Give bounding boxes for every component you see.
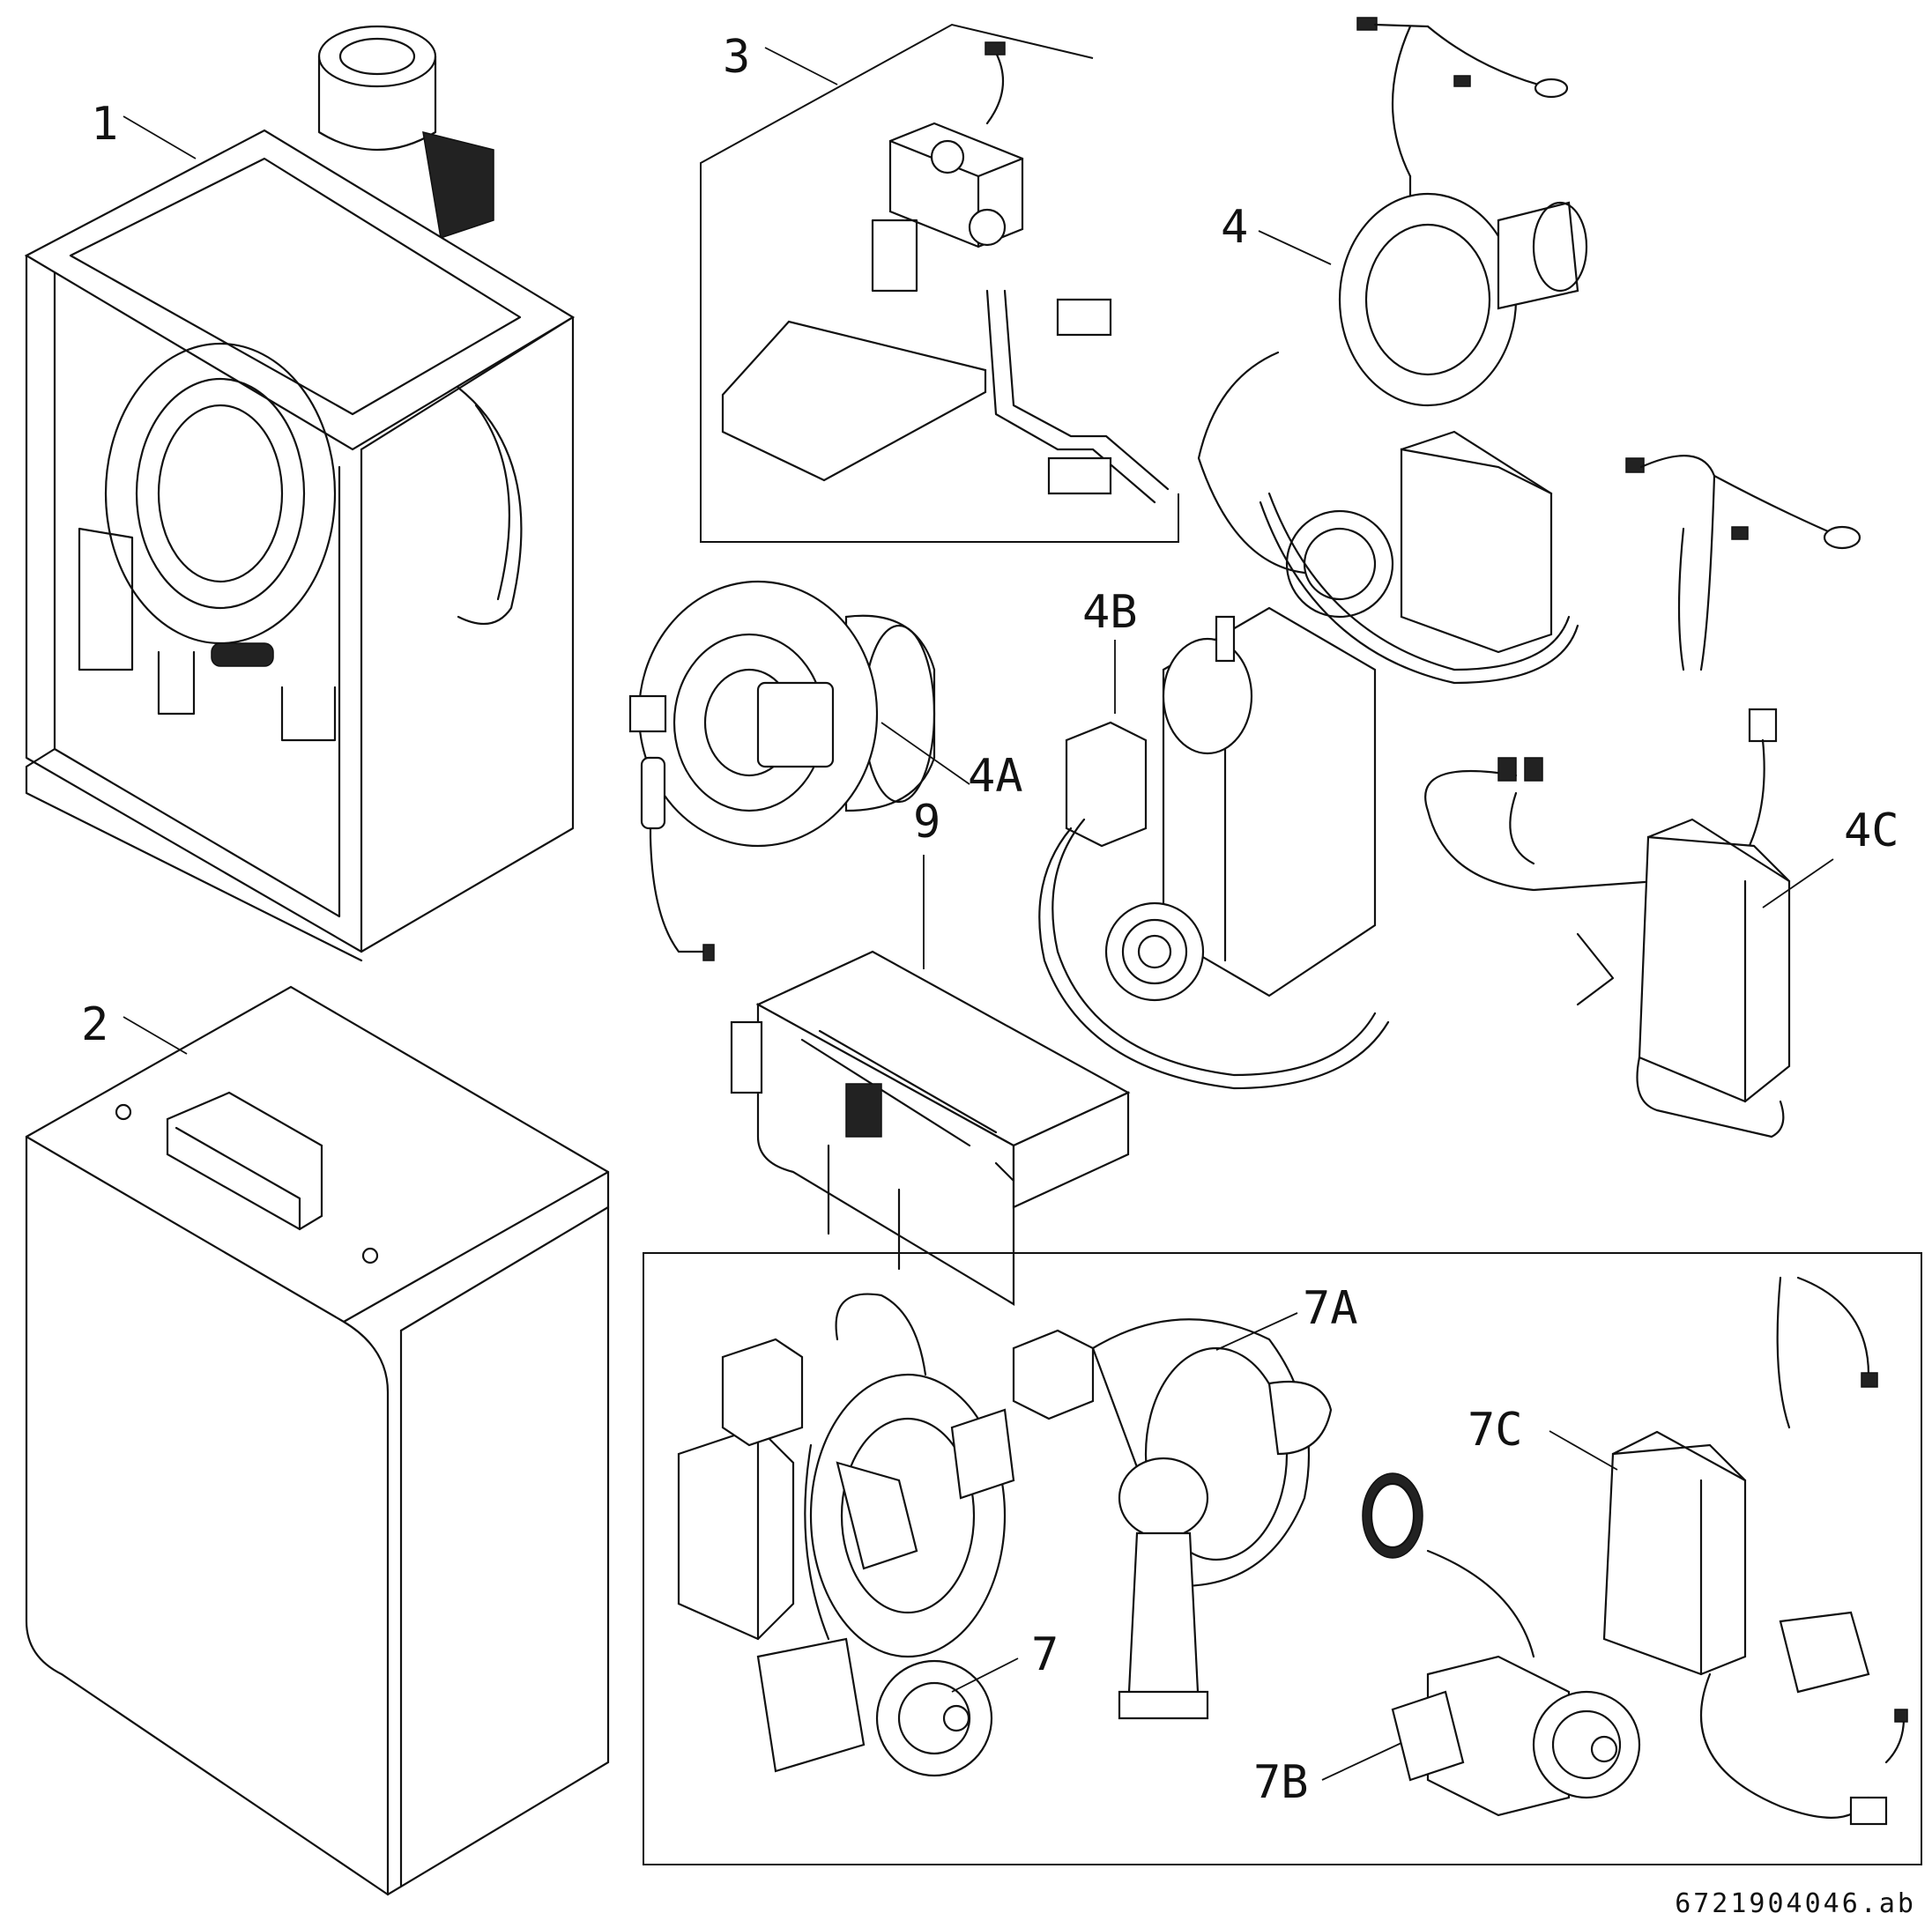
part-1-boiler-frame	[24, 25, 576, 962]
label-part-1: 1	[91, 98, 118, 151]
leader-lines	[123, 47, 1834, 1781]
label-part-4b: 4B	[1082, 586, 1138, 639]
label-part-9: 9	[913, 796, 940, 849]
part-9-control-unit	[730, 950, 1131, 1306]
label-part-7a: 7A	[1303, 1282, 1358, 1335]
kit-7-frame	[643, 1252, 1922, 1865]
label-part-7: 7	[1031, 1628, 1059, 1681]
drawing-reference-number: 6721904046.ab	[1675, 1888, 1916, 1919]
part-4b-burner-assembly	[1038, 606, 1390, 1090]
label-part-7c: 7C	[1468, 1404, 1523, 1457]
part-7-burner-motor-assembly	[677, 1293, 1015, 1777]
part-7c-control-wiring	[1602, 1276, 1908, 1826]
part-labels: 1 2 3 4 4A 4B 4C 9 7 7A 7B 7C	[81, 31, 1899, 1809]
label-part-3: 3	[723, 31, 750, 84]
part-7b-fan-motor	[1362, 1472, 1641, 1817]
part-4a-burner-plate	[628, 580, 936, 961]
part-4c-wiring-control	[1424, 455, 1861, 1138]
part-3-gas-valve-kit	[700, 23, 1179, 543]
label-part-4a: 4A	[968, 750, 1023, 803]
label-part-2: 2	[81, 998, 108, 1051]
part-4-burner-assembly	[1197, 17, 1588, 685]
label-part-4c: 4C	[1844, 805, 1899, 857]
part-7a-burner-tube	[1012, 1318, 1333, 1720]
label-part-4: 4	[1221, 201, 1248, 254]
part-2-front-casing	[25, 985, 610, 1896]
label-part-7b: 7B	[1253, 1756, 1309, 1809]
